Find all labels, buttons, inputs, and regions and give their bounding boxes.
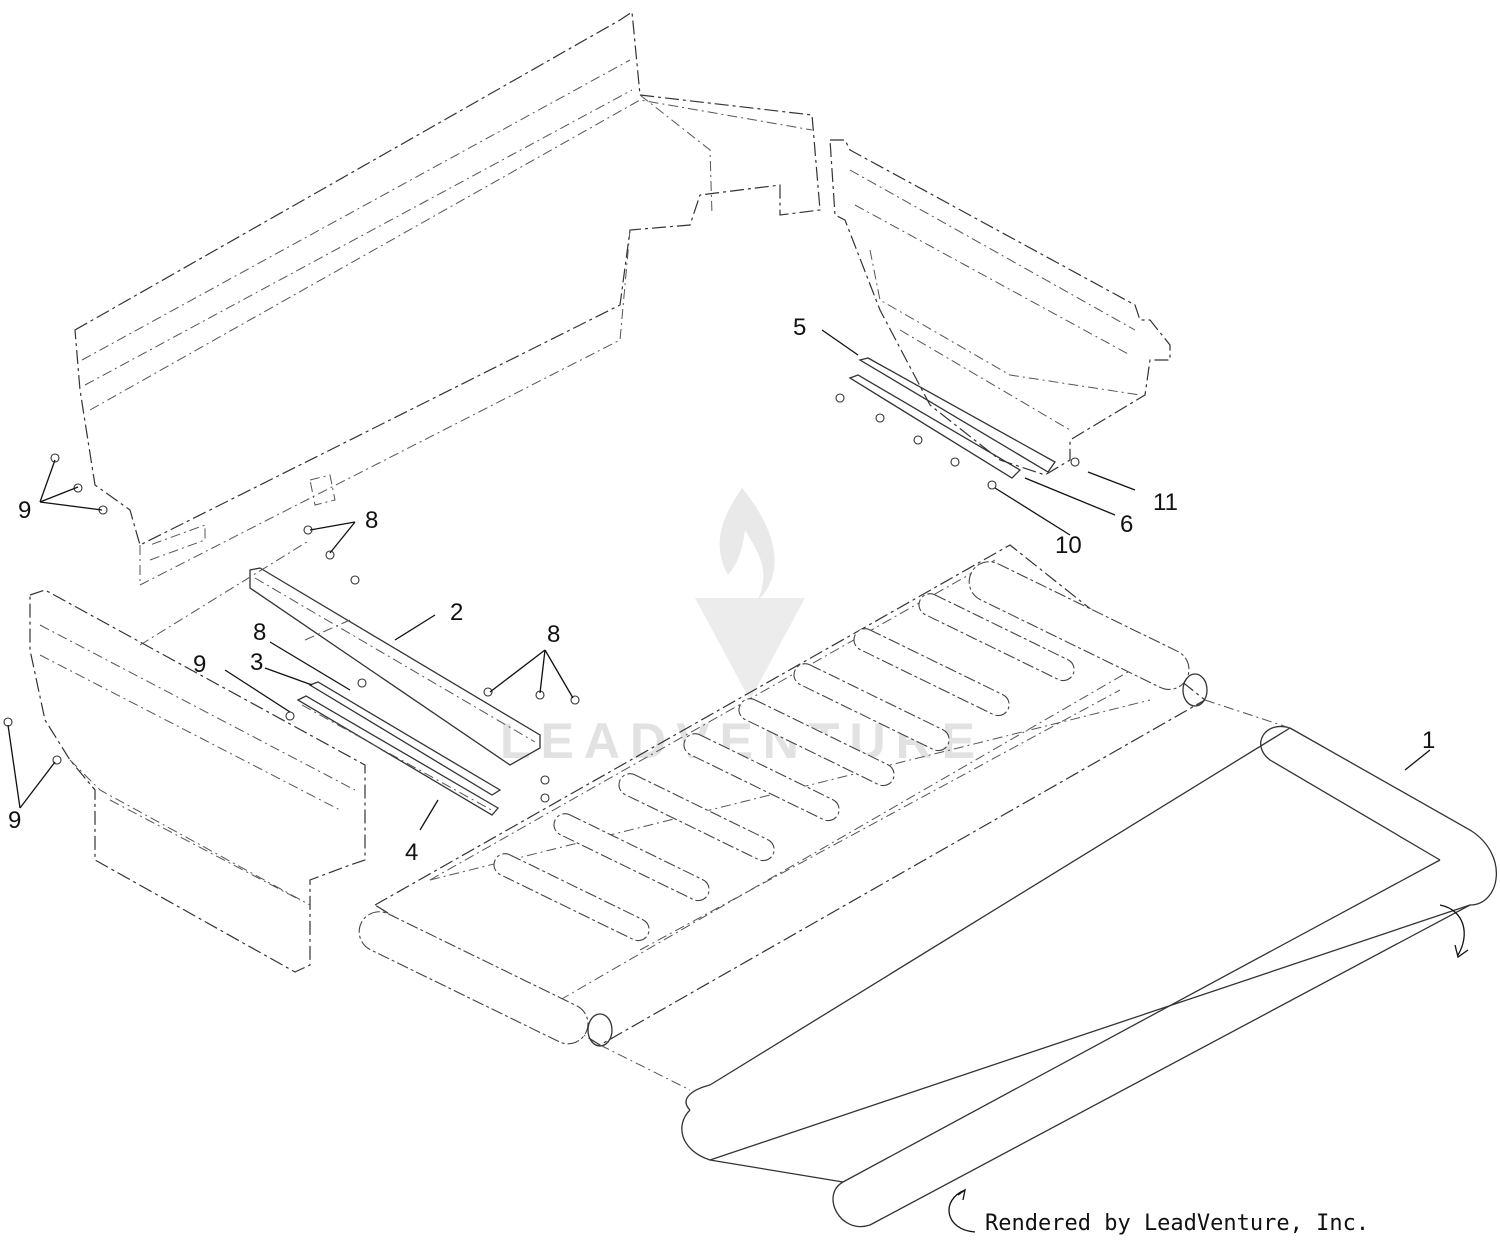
callout-9-upper-left: 9 bbox=[18, 497, 31, 524]
left-side-panel bbox=[29, 589, 366, 973]
callout-8-middle: 8 bbox=[253, 619, 266, 646]
callout-9-lower-left: 9 bbox=[8, 807, 21, 834]
part-3-seal-strip bbox=[308, 681, 502, 796]
callout-11: 11 bbox=[1153, 489, 1178, 516]
callout-6: 6 bbox=[1120, 511, 1133, 538]
part-5-seal-strip bbox=[858, 357, 1056, 473]
rear-side-panel bbox=[74, 10, 821, 586]
callout-8-upper: 8 bbox=[365, 507, 378, 534]
callout-1: 1 bbox=[1422, 727, 1435, 754]
render-credit: Rendered by LeadVenture, Inc. bbox=[985, 1211, 1369, 1236]
part-4-retainer-strip bbox=[296, 695, 500, 816]
callout-5: 5 bbox=[793, 314, 806, 341]
callout-4: 4 bbox=[405, 839, 418, 866]
part-2-scraper-plate bbox=[249, 567, 541, 766]
callout-2: 2 bbox=[450, 599, 463, 626]
callout-3: 3 bbox=[250, 649, 263, 676]
callout-8-right: 8 bbox=[547, 621, 560, 648]
roller-conveyor-frame bbox=[358, 544, 1208, 1047]
callout-9-center: 9 bbox=[193, 651, 206, 678]
right-side-panel bbox=[829, 139, 1171, 476]
part-1-conveyor-belt bbox=[681, 725, 1497, 1233]
part-6-retainer-strip bbox=[848, 374, 1022, 479]
callout-10: 10 bbox=[1055, 532, 1082, 559]
callout-labels: 1 2 3 4 5 6 8 8 8 9 9 9 10 11 bbox=[8, 314, 1435, 866]
leader-lines bbox=[7, 329, 1431, 831]
phantom-guide-lines bbox=[139, 539, 1291, 1091]
